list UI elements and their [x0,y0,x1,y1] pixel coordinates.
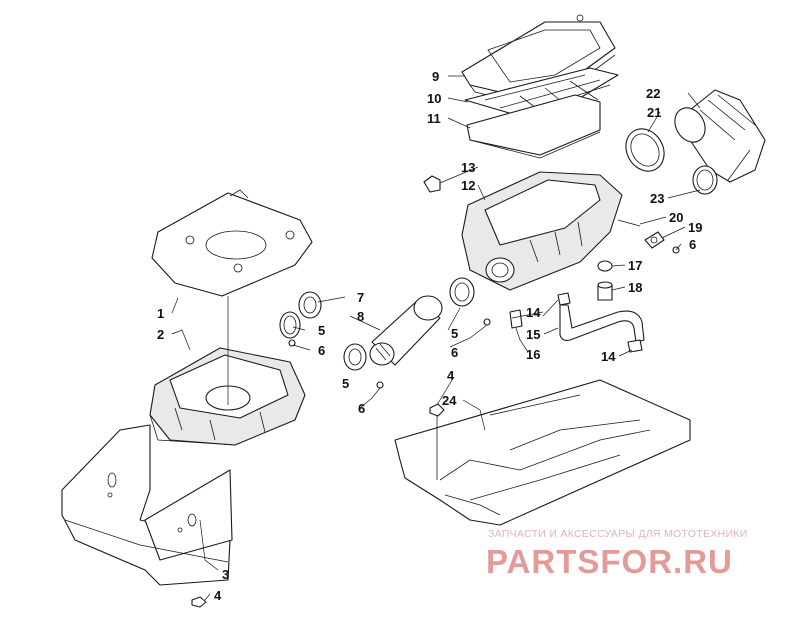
callout-5-left: 5 [318,323,325,338]
callout-18: 18 [628,280,642,295]
callout-17: 17 [628,258,642,273]
callout-9: 9 [432,69,439,84]
callout-labels: 1 2 3 4 4 5 5 5 6 6 6 6 7 8 9 10 11 12 1… [157,69,702,603]
part-13-clip [423,175,441,193]
leader-lines [171,75,701,601]
part-8-intake-tube [369,295,443,366]
callout-19: 19 [688,220,702,235]
callout-6-middle: 6 [358,401,365,416]
part-7-coupler [298,291,322,319]
part-19-grommet [644,231,665,249]
part-15-drain-hose [559,304,645,343]
part-24-floor-tray [394,379,691,526]
watermark-tagline: ЗАПЧАСТИ И АКСЕССУАРЫ ДЛЯ МОТОТЕХНИКИ [488,528,748,540]
callout-21: 21 [647,105,661,120]
part-5-clamp-left [279,311,301,339]
part-23-boot-clamp [692,165,718,195]
callout-24: 24 [442,393,457,408]
callout-7: 7 [357,290,364,305]
watermark: ЗАПЧАСТИ И АКСЕССУАРЫ ДЛЯ МОТОТЕХНИКИ PA… [486,528,748,580]
part-22-intake-boot [674,89,766,183]
part-14-hose-clamp-upper [557,292,571,306]
callout-2: 2 [157,327,164,342]
part-18-sensor [597,281,613,301]
callout-13: 13 [461,160,475,175]
callout-20: 20 [669,210,683,225]
watermark-brand: PARTSFOR.RU [486,543,733,580]
part-11-filter-element [466,94,601,159]
callout-5-middle: 5 [342,376,349,391]
callout-4-upper: 4 [447,368,455,383]
part-14-hose-clamp-lower [627,339,643,353]
callout-3: 3 [222,567,229,582]
callout-15: 15 [526,327,540,342]
callout-14-upper: 14 [526,305,541,320]
part-5-clamp-right [449,277,475,307]
callout-12: 12 [461,178,475,193]
part-20-pin [617,219,641,227]
part-1-top-plate [151,189,313,297]
part-3-chassis-panel [61,424,233,586]
part-17-fitting [597,260,613,272]
callout-4-lower: 4 [214,588,222,603]
callout-5-right: 5 [451,326,458,341]
part-16-drain-valve [509,309,523,329]
part-2-lower-housing [149,347,306,446]
part-4-stud-upper [429,403,445,480]
part-4-screw-lower [191,596,207,608]
callout-6-far-right: 6 [689,237,696,252]
callout-14-lower: 14 [601,349,616,364]
part-5-clamp-middle [343,343,367,371]
callout-23: 23 [650,191,664,206]
callout-1: 1 [157,306,164,321]
part-21-boot-clamp [625,128,665,172]
part-6-screw-left [288,339,384,389]
callout-16: 16 [526,347,540,362]
callout-10: 10 [427,91,441,106]
part-12-upper-airbox [461,171,623,291]
callout-8: 8 [357,309,364,324]
callout-22: 22 [646,86,660,101]
callout-6-left: 6 [318,343,325,358]
callout-6-right: 6 [451,345,458,360]
callout-11: 11 [427,111,441,126]
